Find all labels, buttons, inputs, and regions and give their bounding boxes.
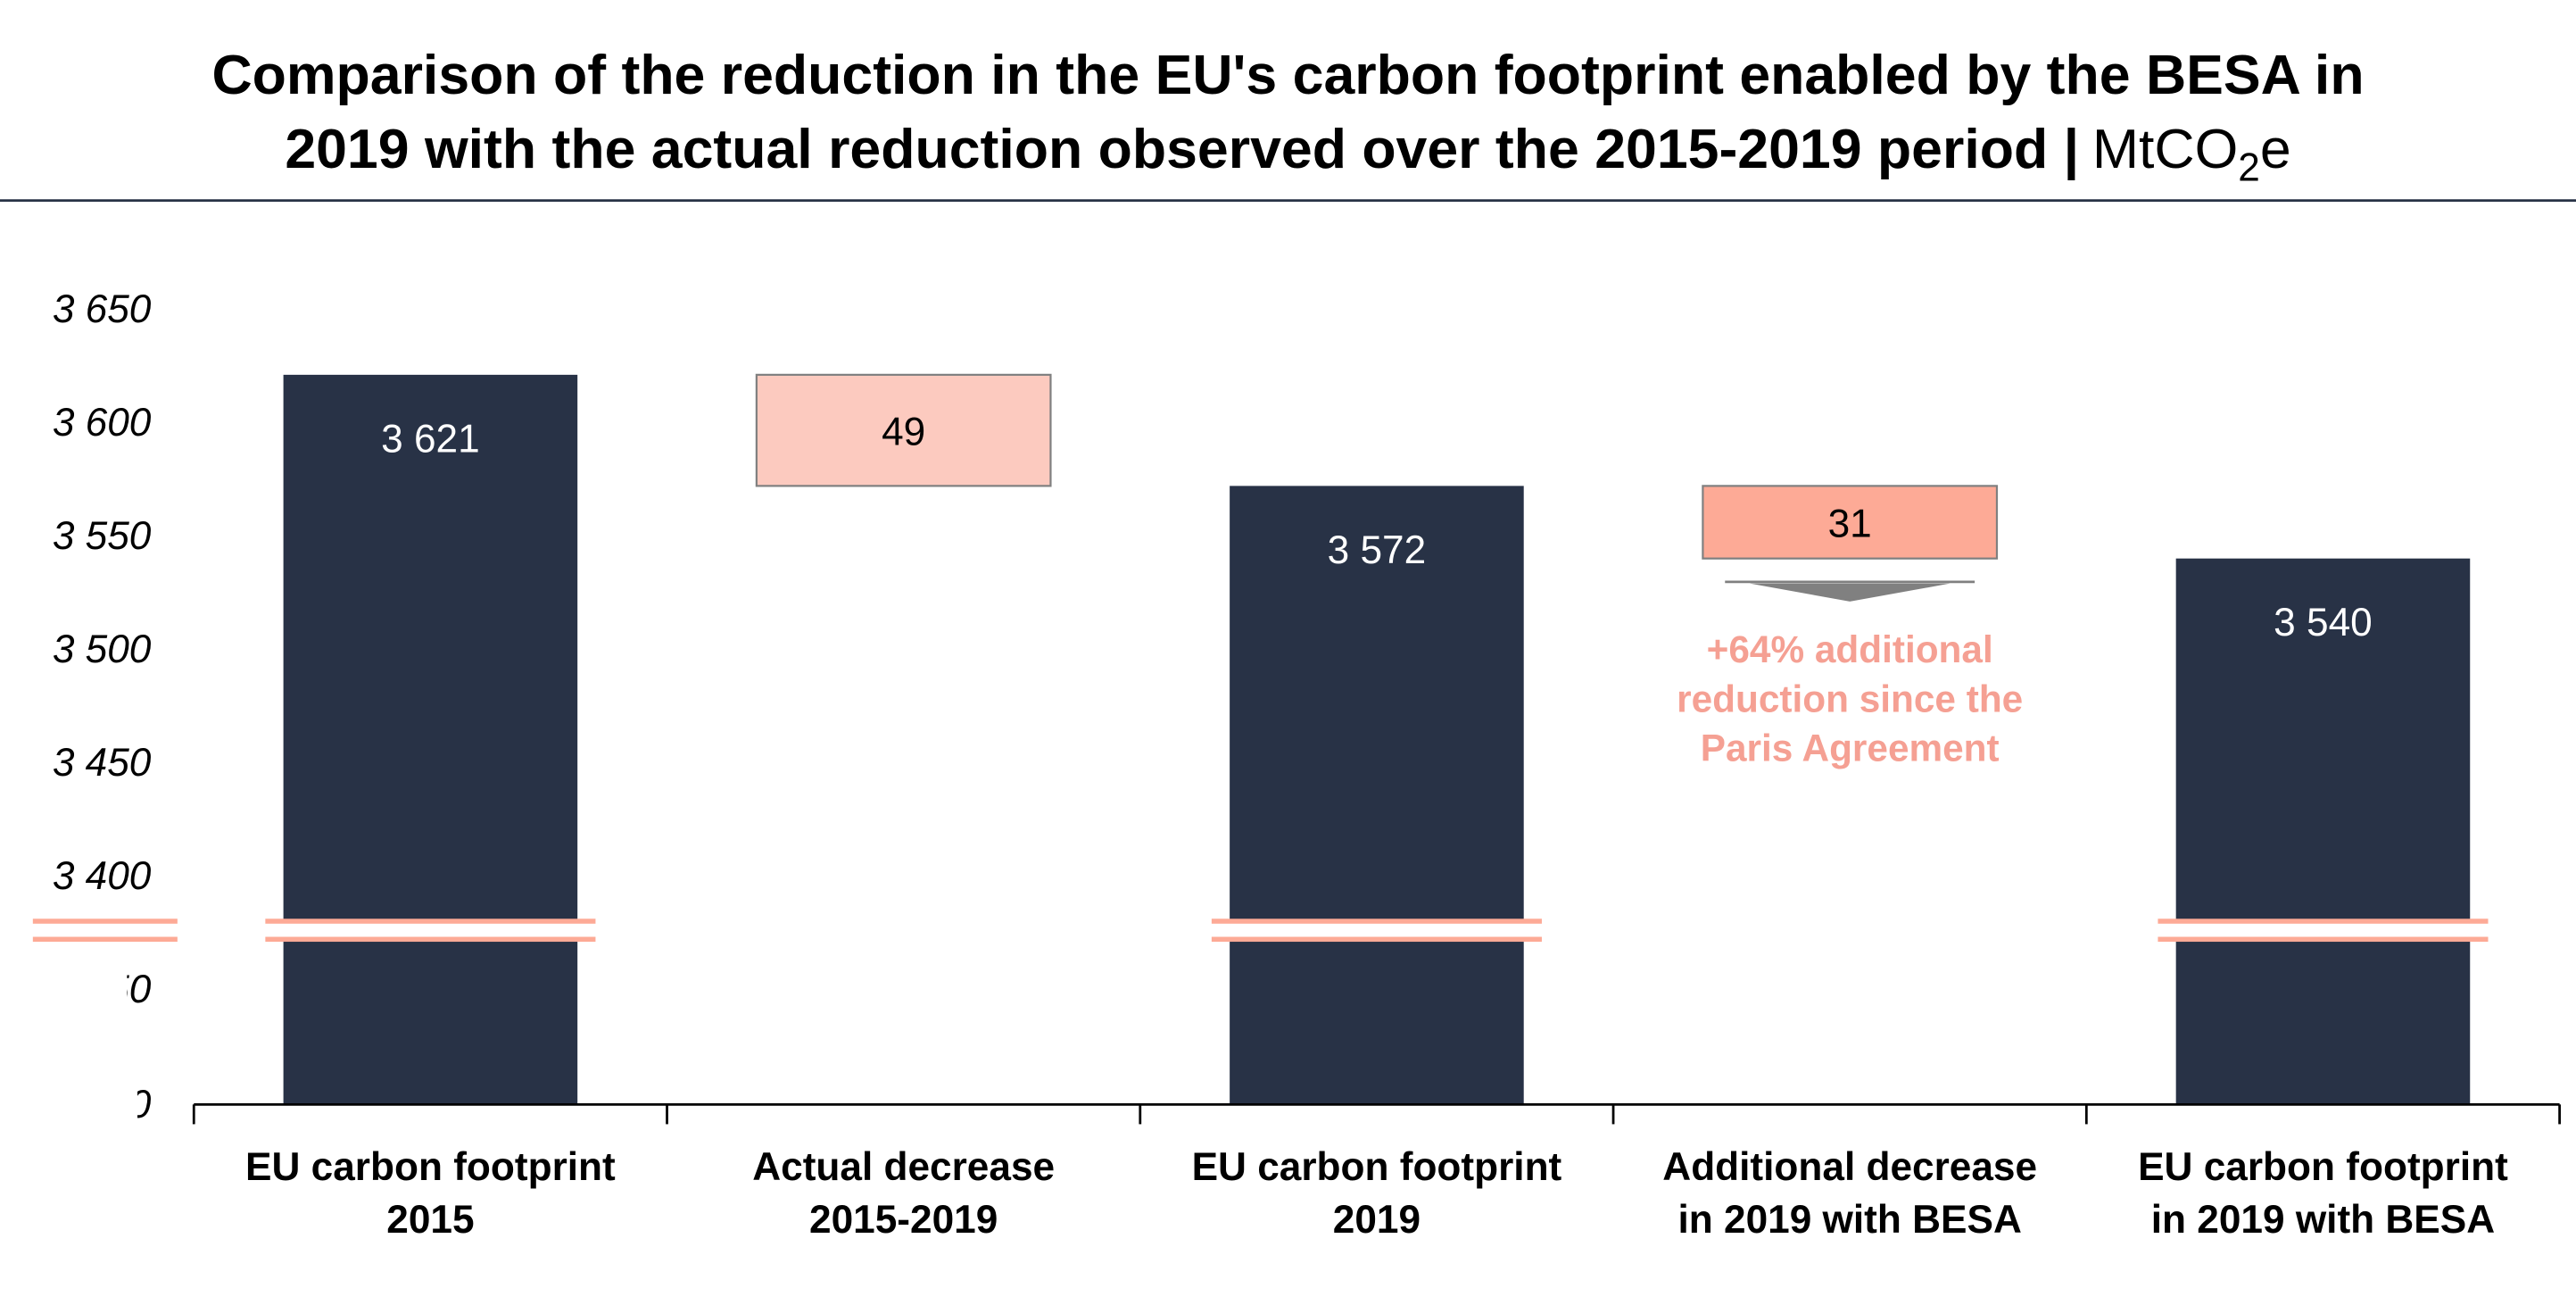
x-category-label: in 2019 with BESA: [1677, 1198, 2021, 1242]
bar-total: [283, 374, 578, 1105]
y-tick-label: 3 400: [53, 854, 152, 898]
x-category-label: EU carbon footprint: [2138, 1145, 2508, 1189]
x-category-label: 2019: [1333, 1198, 1421, 1242]
bar-total: [2175, 558, 2471, 1105]
x-category-label: EU carbon footprint: [1192, 1145, 1562, 1189]
axis-break-gap: [265, 920, 596, 941]
axis-break-mark: [265, 936, 596, 943]
unit-subscript: 2: [2238, 146, 2260, 190]
chart-title-line2: 2019 with the actual reduction observed …: [285, 118, 2290, 190]
annotation-text: +64% additional: [1707, 628, 1993, 670]
y-tick-label: 50: [107, 968, 152, 1011]
y-tick-label: 3 600: [53, 401, 152, 445]
bar-decrease: [755, 373, 1052, 487]
y-tick-label: 3 550: [53, 514, 152, 558]
annotation-text: Paris Agreement: [1701, 727, 2000, 769]
title-text: 2019 with the actual reduction observed …: [285, 118, 2079, 180]
x-category-label: Additional decrease: [1662, 1145, 2037, 1189]
y-tick-label: 0: [129, 1083, 152, 1126]
unit-prefix: MtCO: [2092, 118, 2238, 180]
bar-value-label: 3 621: [381, 417, 480, 461]
bar-total: [1230, 486, 1524, 1105]
axis-break-mark: [2158, 918, 2489, 924]
axis-break-mark: [2158, 936, 2489, 943]
axis-break-mark: [265, 918, 596, 924]
y-axis-break-mark: [32, 936, 178, 943]
bar-value-label: 3 572: [1328, 528, 1427, 572]
annotation-text: reduction since the: [1677, 677, 2023, 719]
plot-area: 3 650 3 600 3 550 3 500 3 450 3 400 50 0 3 621EU…: [32, 287, 2561, 1242]
axis-break-mark: [1211, 918, 1542, 924]
y-tick-label: 3 650: [53, 287, 152, 331]
arrow-down-icon: [1749, 583, 1951, 602]
x-category-label: 2015: [386, 1198, 474, 1242]
axis-break-gap: [2158, 920, 2489, 941]
axis-break-gap: [1211, 920, 1542, 941]
bar-value-label: 49: [882, 411, 925, 454]
axis-break-mark: [1211, 936, 1542, 943]
x-category-label: Actual decrease: [752, 1145, 1055, 1189]
y-axis-break-mark: [32, 918, 178, 924]
bar-value-label: 3 540: [2274, 601, 2373, 644]
unit-suffix: e: [2260, 118, 2291, 180]
bar-decrease: [1702, 485, 1999, 560]
x-category-label: EU carbon footprint: [245, 1145, 616, 1189]
bar-value-label: 31: [1828, 503, 1872, 546]
x-category-label: 2015-2019: [809, 1198, 998, 1242]
chart-title-line1: Comparison of the reduction in the EU's …: [211, 44, 2364, 106]
x-category-label: in 2019 with BESA: [2151, 1198, 2495, 1242]
y-tick-label: 3 500: [53, 628, 152, 671]
y-tick-label: 3 450: [53, 741, 152, 785]
